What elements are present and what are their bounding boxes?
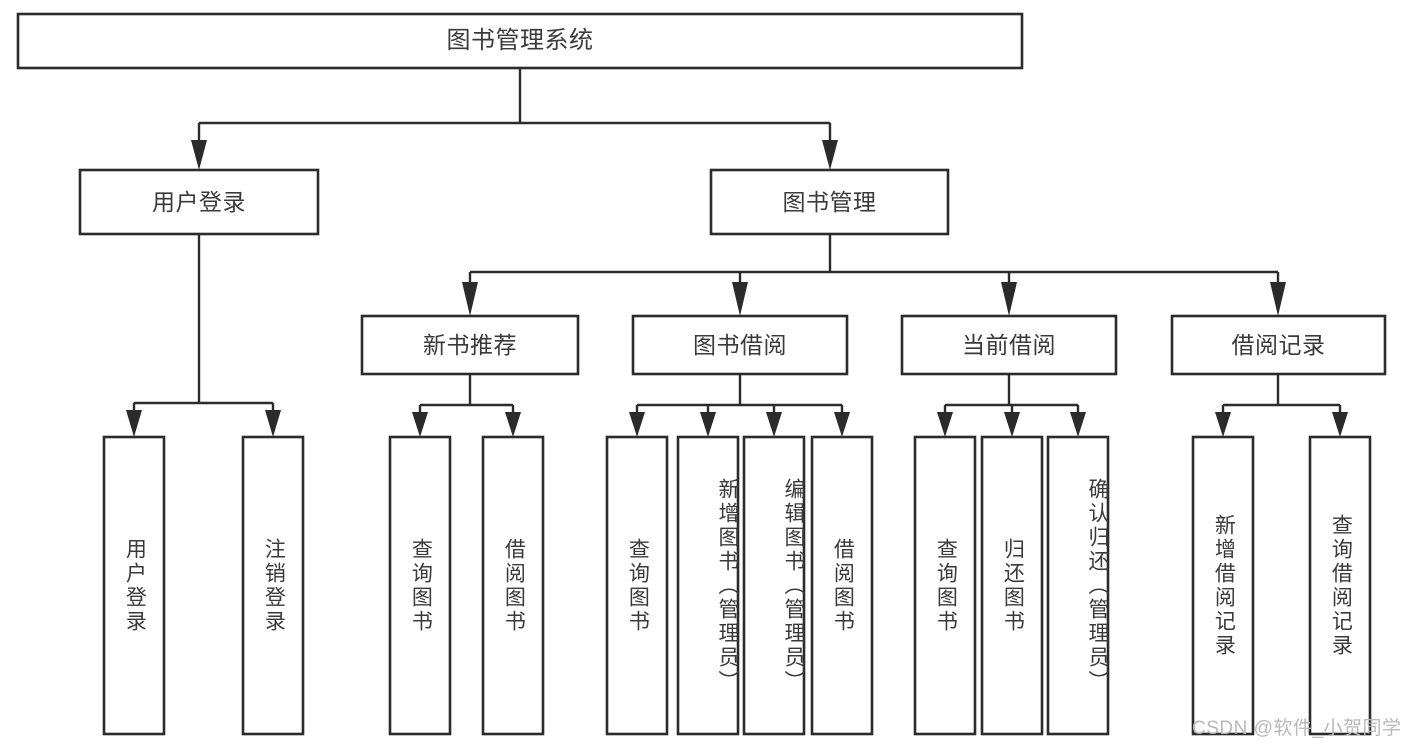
arrowhead-leaf-user-login <box>126 410 142 437</box>
arrowhead-leaf-query-book-1 <box>412 412 428 437</box>
node-box-leaf-borrow-book-1[interactable] <box>481 435 545 736</box>
arrowhead-leaf-return-book <box>1004 412 1020 437</box>
arrowhead-leaf-logout-login <box>265 410 281 437</box>
node-box-current-borrow[interactable] <box>900 314 1118 376</box>
node-box-leaf-query-borrow-record[interactable] <box>1308 435 1372 736</box>
node-box-new-book-recommend[interactable] <box>360 314 580 376</box>
arrowhead-leaf-borrow-book-1 <box>505 412 521 437</box>
node-box-leaf-confirm-return[interactable] <box>1046 435 1110 736</box>
node-box-leaf-borrow-book-2[interactable] <box>810 435 874 736</box>
node-box-leaf-query-book-1[interactable] <box>388 435 452 736</box>
node-box-leaf-query-book-2[interactable] <box>605 435 669 736</box>
arrowhead-leaf-add-book <box>700 412 716 437</box>
arrowhead-book-borrow <box>732 282 748 316</box>
arrowhead-borrow-record <box>1270 282 1286 316</box>
node-box-book-borrow[interactable] <box>631 314 849 376</box>
node-box-borrow-record[interactable] <box>1170 314 1387 376</box>
node-box-leaf-return-book[interactable] <box>980 435 1044 736</box>
arrowhead-leaf-borrow-book-2 <box>834 412 850 437</box>
node-box-book-manage[interactable] <box>709 168 950 236</box>
node-box-leaf-query-book-3[interactable] <box>913 435 977 736</box>
arrowhead-new-book-recommend <box>462 282 478 316</box>
arrowhead-user-login <box>191 140 207 170</box>
node-box-leaf-logout-login[interactable] <box>241 435 305 736</box>
arrowhead-book-manage <box>822 140 838 170</box>
node-box-leaf-add-borrow-record[interactable] <box>1191 435 1255 736</box>
arrowhead-leaf-edit-book <box>766 412 782 437</box>
node-box-leaf-edit-book[interactable] <box>742 435 806 736</box>
arrowhead-leaf-add-borrow-record <box>1215 412 1231 437</box>
arrowhead-leaf-query-borrow-record <box>1332 412 1348 437</box>
node-box-leaf-user-login[interactable] <box>102 435 166 736</box>
arrowhead-leaf-query-book-3 <box>937 412 953 437</box>
node-box-user-login[interactable] <box>78 168 320 236</box>
node-box-leaf-add-book[interactable] <box>676 435 740 736</box>
node-box-root[interactable] <box>16 12 1024 70</box>
arrowhead-leaf-query-book-2 <box>629 412 645 437</box>
arrowhead-current-borrow <box>1001 282 1017 316</box>
arrowhead-leaf-confirm-return <box>1070 412 1086 437</box>
